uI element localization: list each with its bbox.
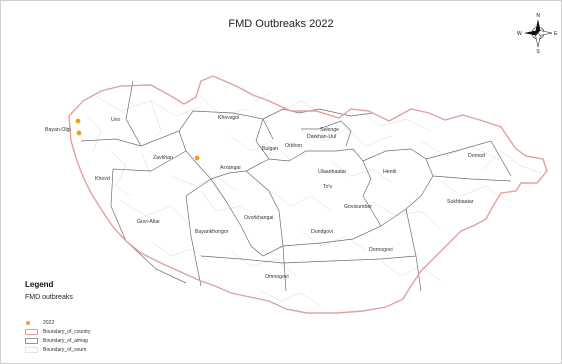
aimag-boundary-swatch [25, 338, 38, 344]
compass-needle-east [537, 30, 553, 36]
label-bayan-olgii: Bayan-Olgi [45, 127, 71, 133]
aimag-labels: Uvs Bayan-Olgi Khovsgol Selenge Darkhan-… [45, 115, 485, 280]
compass-needle-west [524, 30, 538, 36]
legend-title: Legend [25, 280, 54, 289]
legend-item-label: Boundary_of_country [43, 329, 91, 335]
map-title: FMD Outbreaks 2022 [228, 18, 334, 30]
outbreak-dot-icon [26, 321, 30, 325]
soum-boundaries [85, 85, 542, 307]
legend-item-label: Boundary_of_aimag [43, 338, 88, 344]
soum-boundary-swatch [25, 347, 38, 353]
label-sukhbaatar: Sukhbaatar [447, 199, 474, 205]
label-orkhon: Orkhon [285, 143, 302, 149]
outbreak-markers [75, 118, 200, 161]
label-govisumber: Govisumber [344, 204, 372, 210]
label-dornod: Dornod [468, 153, 485, 159]
label-ovorkhangai: Ovorkhangai [244, 215, 273, 221]
label-uvs: Uvs [111, 117, 120, 123]
country-boundary-swatch [25, 329, 38, 335]
compass-w-label: W [517, 31, 522, 37]
label-khentii: Hentii [383, 169, 396, 175]
compass-needle-north [535, 19, 541, 33]
legend-subtitle: FMD outbreaks [25, 294, 73, 301]
label-khovsgol: Khovsgol [218, 115, 239, 121]
compass-rose: N S E W [517, 13, 558, 55]
country-boundary [68, 75, 548, 314]
outbreak-marker [76, 130, 82, 136]
label-dornogovi: Dornogovi [369, 247, 393, 253]
label-dundgovi: Dundgovi [311, 229, 333, 235]
compass-s-label: S [536, 49, 540, 55]
label-govi-altai: Govi-Altai [137, 219, 160, 225]
label-khovd: Khovd [95, 176, 110, 182]
outbreak-marker [194, 155, 200, 161]
label-zavkhan: Zavkhan [153, 155, 173, 161]
label-selenge: Selenge [320, 127, 339, 133]
label-ulaanbaatar: Ulaanbaatar [318, 169, 347, 175]
compass-n-label: N [536, 13, 540, 19]
label-arkhangai: Arxangai [220, 165, 240, 171]
compass-e-label: E [554, 31, 558, 37]
legend-item-label: 2022 [43, 320, 55, 326]
aimag-boundaries [80, 80, 512, 292]
label-bayankhongor: Bayankhongor [195, 229, 229, 235]
outbreak-marker [75, 118, 81, 124]
legend-item-label: Boundary_of_soum [43, 347, 87, 353]
label-darkhan-uul: Darkhan-Uul [307, 134, 336, 140]
label-omnogovi: Omnogovi [265, 274, 289, 280]
label-bulgan: Bulgan [262, 146, 278, 152]
label-tov: To'v [323, 184, 332, 190]
legend: Legend FMD outbreaks 2022 Boundary_of_co… [25, 280, 145, 353]
